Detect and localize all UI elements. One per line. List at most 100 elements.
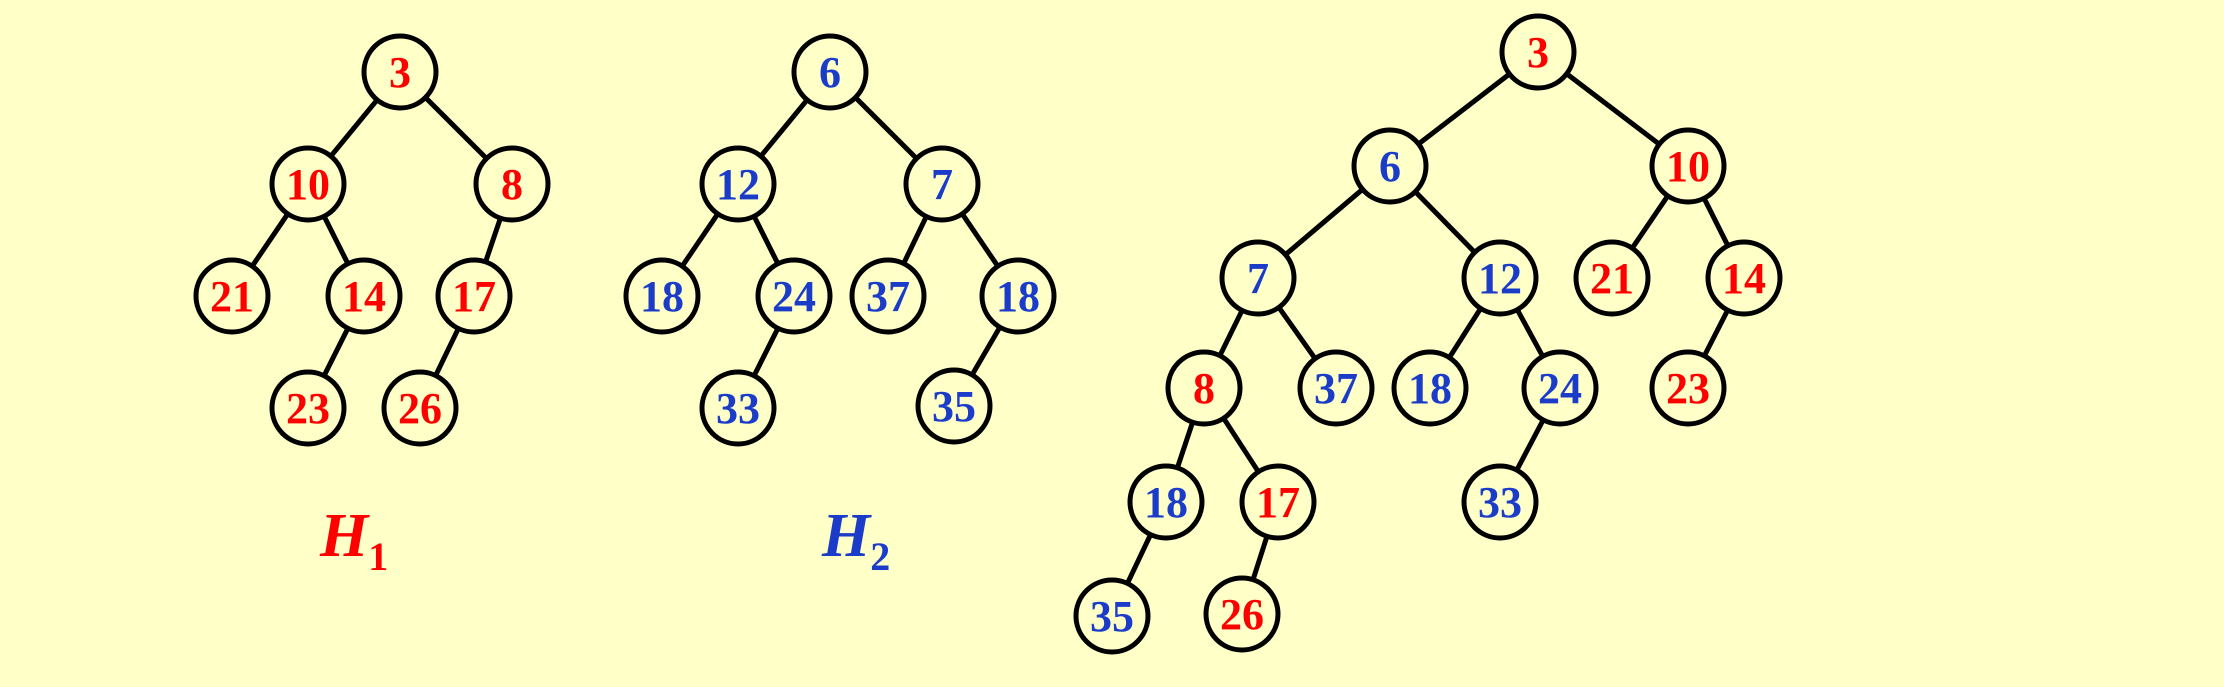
tree-edge <box>1416 71 1512 147</box>
tree-edge <box>1282 186 1366 258</box>
node-key: 17 <box>1256 478 1300 527</box>
tree-edge <box>422 94 490 162</box>
tree-edge <box>959 211 1001 269</box>
node-circle <box>699 145 777 223</box>
heap-node: 10 <box>1649 127 1727 205</box>
node-key: 26 <box>1220 590 1264 639</box>
node-key: 23 <box>286 384 330 433</box>
node-key: 21 <box>1590 254 1634 303</box>
node-key: 8 <box>501 160 523 209</box>
heap-node: 18 <box>623 257 701 335</box>
node-circle <box>755 257 833 335</box>
node-circle <box>269 369 347 447</box>
node-key: 7 <box>1247 254 1269 303</box>
tree-edge <box>328 97 380 159</box>
heap-node: 6 <box>791 33 869 111</box>
heap-h2-label: H2 <box>821 502 890 579</box>
node-circle <box>1239 463 1317 541</box>
node-circle <box>1165 349 1243 427</box>
heap-node: 17 <box>435 257 513 335</box>
tree-edge <box>901 213 929 267</box>
heap-node: 35 <box>1073 577 1151 655</box>
node-key: 37 <box>1314 364 1358 413</box>
tree-edge <box>1217 307 1245 359</box>
heap-node: 7 <box>903 145 981 223</box>
node-circle <box>1573 239 1651 317</box>
tree-edge <box>321 325 351 379</box>
node-key: 18 <box>640 272 684 321</box>
heap-node: 12 <box>699 145 777 223</box>
tree-edge <box>321 213 351 267</box>
node-key: 35 <box>932 382 976 431</box>
node-circle <box>849 257 927 335</box>
heap-node: 12 <box>1461 239 1539 317</box>
node-circle <box>435 257 513 335</box>
node-circle <box>791 33 869 111</box>
heap-h2-subscript: 2 <box>870 534 890 579</box>
node-key: 33 <box>1478 478 1522 527</box>
node-circle <box>1705 239 1783 317</box>
node-key: 12 <box>1478 254 1522 303</box>
node-circle <box>699 369 777 447</box>
heap-h1-letter: H <box>319 502 370 570</box>
node-key: 3 <box>1527 28 1549 77</box>
tree-edge <box>1514 417 1546 473</box>
heap-node: 18 <box>979 257 1057 335</box>
tree-edge <box>1701 307 1731 359</box>
heap-h1-label: H1 <box>319 502 388 579</box>
node-circle <box>1351 127 1429 205</box>
tree-edge <box>1174 419 1196 471</box>
heap-node: 23 <box>1649 349 1727 427</box>
heap-node: 35 <box>915 367 993 445</box>
tree-edge <box>758 97 810 159</box>
node-key: 10 <box>286 160 330 209</box>
node-circle <box>623 257 701 335</box>
node-circle <box>1499 13 1577 91</box>
node-key: 6 <box>819 48 841 97</box>
node-key: 17 <box>452 272 496 321</box>
tree-edge <box>1446 305 1484 361</box>
heap-node: 21 <box>193 257 271 335</box>
node-key: 18 <box>996 272 1040 321</box>
node-circle <box>1649 127 1727 205</box>
node-circle <box>979 257 1057 335</box>
heap-h2-letter: H <box>821 502 872 570</box>
node-circle <box>193 257 271 335</box>
heap-node: 8 <box>1165 349 1243 427</box>
node-circle <box>381 369 459 447</box>
tree-edge <box>969 324 1003 378</box>
heap-h1-subscript: 1 <box>368 534 388 579</box>
node-circle <box>1073 577 1151 655</box>
edge-layer <box>249 71 1731 586</box>
heap-node: 14 <box>325 257 403 335</box>
heap-node: 8 <box>473 145 551 223</box>
tree-edge <box>751 325 781 379</box>
node-key: 23 <box>1666 364 1710 413</box>
node-key: 8 <box>1193 364 1215 413</box>
node-circle <box>1461 239 1539 317</box>
tree-edge <box>1250 533 1270 583</box>
tree-edge <box>433 325 461 379</box>
node-circle <box>1219 239 1297 317</box>
node-key: 21 <box>210 272 254 321</box>
tree-edge <box>852 94 920 162</box>
node-key: 37 <box>866 272 910 321</box>
tree-edge <box>1412 189 1478 255</box>
node-key: 35 <box>1090 592 1134 641</box>
heap-node: 3 <box>1499 13 1577 91</box>
node-circle <box>473 145 551 223</box>
tree-edge <box>1124 532 1154 586</box>
tree-edge <box>751 213 781 267</box>
heap-node: 17 <box>1239 463 1317 541</box>
heap-node: 33 <box>1461 463 1539 541</box>
heap-node: 18 <box>1391 349 1469 427</box>
heap-node: 18 <box>1127 463 1205 541</box>
heap-node: 26 <box>381 369 459 447</box>
node-key: 6 <box>1379 142 1401 191</box>
heap-node: 14 <box>1705 239 1783 317</box>
node-key: 14 <box>342 272 386 321</box>
node-key: 3 <box>389 48 411 97</box>
heap-node: 24 <box>1521 349 1599 427</box>
